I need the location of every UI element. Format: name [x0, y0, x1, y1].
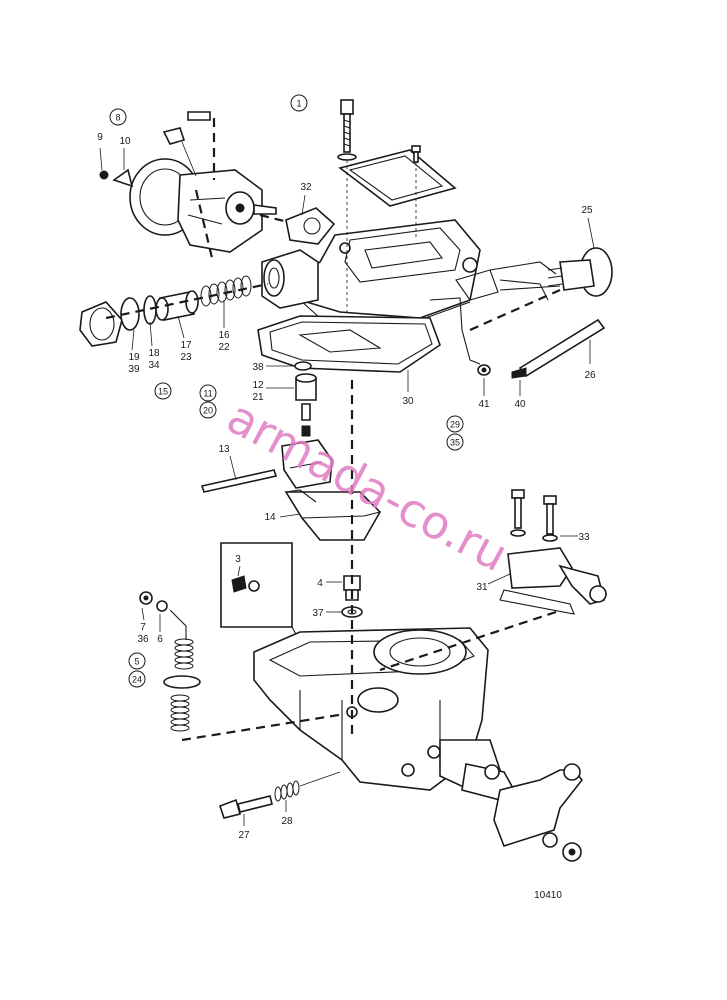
float-bracket — [281, 439, 333, 489]
label-35: 35 — [450, 438, 460, 448]
label-31: 31 — [476, 582, 488, 593]
label-14: 14 — [264, 512, 276, 523]
label-29: 29 — [450, 420, 460, 430]
inlet-filter-17 — [155, 290, 199, 321]
choke-screw-9 — [99, 147, 109, 180]
needle-valve-seat-12 — [295, 373, 317, 437]
choke-clip-10 — [112, 148, 134, 188]
accelerator-diaphragm-25 — [547, 247, 613, 297]
float-14 — [284, 489, 381, 541]
label-23: 23 — [180, 352, 192, 363]
label-5: 5 — [134, 657, 139, 667]
carburetor-body — [253, 627, 501, 791]
part-labels: 9 10 32 25 19 39 18 34 17 23 16 22 38 12… — [97, 132, 596, 901]
top-bolt — [337, 99, 357, 330]
label-16: 16 — [218, 330, 230, 341]
label-32: 32 — [300, 182, 312, 193]
label-26: 26 — [584, 370, 596, 381]
inlet-washer-18 — [143, 295, 157, 325]
label-12: 12 — [252, 380, 264, 391]
label-41: 41 — [478, 399, 490, 410]
label-1: 1 — [296, 99, 301, 109]
label-27: 27 — [238, 830, 250, 841]
choke-gasket-32 — [285, 207, 336, 245]
label-8: 8 — [115, 113, 120, 123]
label-37: 37 — [312, 608, 324, 619]
label-30: 30 — [402, 396, 414, 407]
inlet-spring-16 — [200, 275, 252, 307]
label-24: 24 — [132, 675, 142, 685]
fuel-inlet-nut-19 — [79, 301, 123, 347]
label-34: 34 — [148, 360, 160, 371]
label-25: 25 — [581, 205, 593, 216]
washer-41 — [477, 364, 491, 376]
assembly-lines — [105, 189, 561, 742]
label-22: 22 — [218, 342, 230, 353]
pump-washer-6 — [156, 600, 168, 612]
label-17: 17 — [180, 340, 192, 351]
label-39: 39 — [128, 364, 140, 375]
idle-spring-28 — [274, 771, 341, 802]
cover-gasket — [257, 315, 441, 373]
choke-upper-screws — [162, 111, 216, 180]
label-33: 33 — [578, 532, 590, 543]
leader-lines — [131, 194, 595, 826]
label-19: 19 — [128, 352, 140, 363]
label-7: 7 — [140, 622, 146, 633]
choke-housing-assembly — [129, 158, 277, 253]
float-pin-13 — [200, 469, 278, 493]
cover-inlet-fitting — [261, 249, 319, 309]
label-15: 15 — [158, 387, 168, 397]
label-9: 9 — [97, 132, 103, 143]
figure-number: 10410 — [534, 890, 562, 901]
label-6: 6 — [157, 634, 163, 645]
label-13: 13 — [218, 444, 230, 455]
screws-33 — [510, 489, 558, 542]
pump-linkage — [429, 261, 561, 365]
label-18: 18 — [148, 348, 160, 359]
top-plate-gasket — [338, 149, 457, 207]
idle-screw-27 — [218, 795, 273, 819]
label-20: 20 — [203, 406, 213, 416]
label-21: 21 — [252, 392, 264, 403]
pump-nut-7 — [139, 591, 153, 605]
label-40: 40 — [514, 399, 526, 410]
label-3: 3 — [235, 554, 241, 565]
label-11: 11 — [203, 389, 212, 399]
throttle-lever-assembly — [461, 763, 584, 862]
label-4: 4 — [317, 578, 323, 589]
plate-screw — [411, 145, 421, 240]
label-38: 38 — [252, 362, 264, 373]
screw-40 — [511, 367, 527, 379]
throttle-bracket-31 — [499, 547, 607, 615]
pump-rod-spring — [163, 609, 201, 732]
label-36: 36 — [137, 634, 149, 645]
circled-labels: 1 8 15 11 20 29 35 5 24 — [109, 94, 464, 688]
label-10: 10 — [119, 136, 131, 147]
label-28: 28 — [281, 816, 293, 827]
vacuum-hose-26 — [518, 318, 606, 378]
float-washer-38 — [294, 361, 312, 371]
